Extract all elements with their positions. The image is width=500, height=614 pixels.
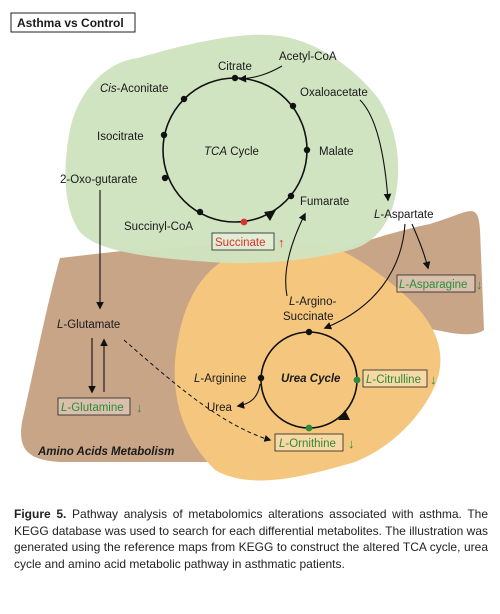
arginine-label: L-Arginine [194, 373, 246, 385]
malate-label: Malate [319, 146, 354, 158]
amino-acids-metabolism-title: Amino Acids Metabolism [37, 446, 174, 458]
succinate-label: Succinate [215, 237, 266, 249]
asparagine-box [396, 274, 476, 293]
succinate-box [211, 232, 275, 251]
pathway-diagram: Asthma vs Control Acetyl-CoA Citrate Cis… [10, 12, 485, 481]
arginosuccinate-node [305, 328, 313, 336]
oxaloacetate-to-aspartate-arrow [359, 99, 392, 202]
tca-cycle-title: TCA Cycle [204, 146, 259, 158]
diagram-title: Asthma vs Control [17, 16, 124, 30]
ornithine-box [274, 433, 344, 452]
caption-text: Pathway analysis of metabolomics alterat… [14, 507, 489, 571]
acetyl-coa-label: Acetyl-CoA [279, 51, 337, 63]
glutamine-label: L-Glutamine [61, 402, 124, 414]
arginosuccinate-label: L-Argino- [289, 296, 336, 308]
isocitrate-node [160, 131, 168, 139]
ornithine-decrease-arrow: ↓ [348, 436, 355, 451]
oxoglutarate-label: 2-Oxo-gutarate [60, 174, 137, 186]
arginosuccinate-to-fumarate-arrow [285, 212, 306, 297]
aspartate-to-asparagine-arrow [411, 223, 431, 270]
glutamine-box [57, 397, 131, 416]
succinyl-coa-node [196, 208, 204, 216]
glutamate-to-ornithine-dashed-arrow [123, 339, 272, 442]
figure-caption: Figure 5. Pathway analysis of metabolomi… [14, 506, 488, 572]
asparagine-label: L-Asparagine [399, 279, 467, 291]
title-box [10, 12, 136, 33]
urea-label: Urea [207, 402, 233, 414]
succinyl-coa-label: Succinyl-CoA [124, 221, 193, 233]
citrulline-node [353, 376, 361, 384]
glutamine-decrease-arrow: ↓ [136, 400, 143, 415]
fumarate-node [287, 192, 295, 200]
urea-cycle-title: Urea Cycle [281, 373, 341, 385]
figure-label: Figure 5. [14, 507, 67, 521]
citrate-label: Citrate [218, 61, 252, 73]
ornithine-label: L-Ornithine [279, 438, 336, 450]
oxaloacetate-label: Oxaloacetate [300, 87, 368, 99]
arginosuccinate-label-line2: Succinate [283, 311, 334, 323]
citrulline-label: L-Citrulline [366, 374, 421, 386]
citrulline-decrease-arrow: ↓ [430, 372, 437, 387]
aspartate-label: L-Aspartate [374, 209, 433, 221]
cis-aconitate-label: Cis-Aconitate [100, 83, 168, 95]
tca-cycle-arrowhead [264, 210, 276, 221]
asparagine-decrease-arrow: ↓ [476, 277, 483, 292]
fumarate-label: Fumarate [300, 196, 349, 208]
arginine-node [257, 374, 265, 382]
urea-region [174, 242, 441, 481]
oxoglutarate-node [161, 174, 169, 182]
arginine-to-urea-arrow [236, 383, 261, 409]
aspartate-to-arginosuccinate-arrow [323, 223, 406, 330]
tca-region [65, 34, 399, 264]
isocitrate-label: Isocitrate [97, 131, 144, 143]
citrulline-box [362, 369, 428, 388]
citrate-node [231, 74, 239, 82]
ornithine-node [305, 424, 313, 432]
urea-cycle-arrowhead [338, 410, 350, 420]
cis-aconitate-node [180, 95, 188, 103]
oxaloacetate-node [289, 102, 297, 110]
malate-node [303, 146, 311, 154]
acetyl-to-citrate-arrow [238, 65, 283, 83]
succinate-node [240, 218, 248, 226]
succinate-increase-arrow: ↑ [278, 235, 285, 250]
glutamate-label: L-Glutamate [57, 319, 120, 331]
